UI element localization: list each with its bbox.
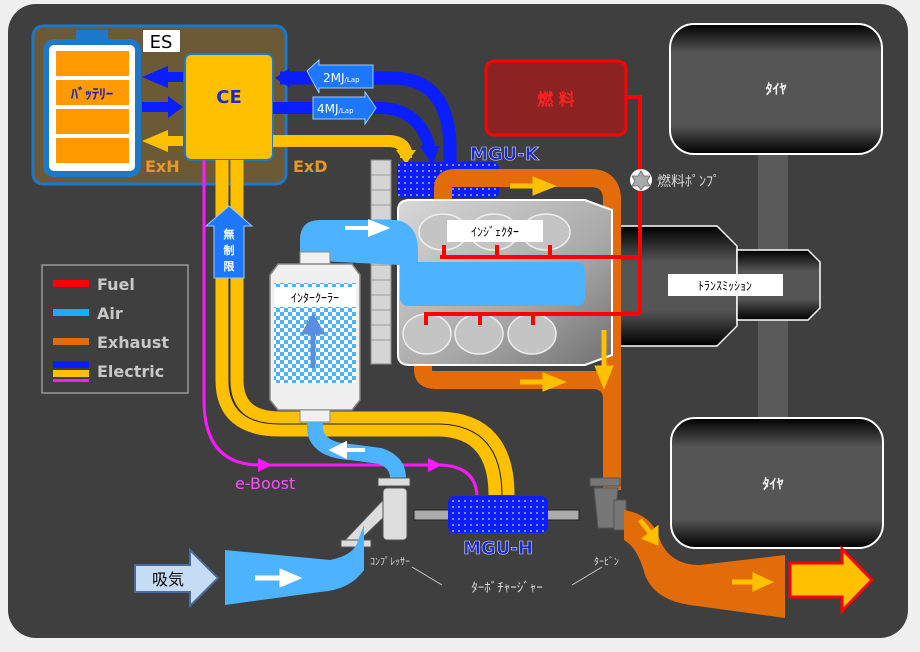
air-arrow	[328, 440, 365, 460]
exhaust-outlet	[624, 510, 785, 618]
mguk-recovery-flow	[280, 71, 457, 162]
exhaust-arrow	[594, 330, 614, 390]
tire-bottom-label: ﾀｲﾔ	[763, 477, 784, 493]
tire-top-label: ﾀｲﾔ	[766, 82, 787, 98]
mgu-h-unit	[448, 496, 548, 533]
unlimited-arrow	[204, 205, 254, 279]
air-arrow	[255, 568, 303, 588]
exhaust-arrow	[638, 518, 659, 546]
mgu-k-label: MGU-K	[470, 144, 540, 165]
fuel-line	[624, 95, 642, 314]
exh-label: ExH	[145, 157, 180, 176]
recovery-limit: 2MJ/Lap	[323, 71, 360, 85]
legend-label: Electric	[97, 362, 164, 381]
fuel-rail-lower	[424, 312, 640, 325]
deploy-limit-badge	[312, 90, 377, 126]
flow-divider	[228, 200, 503, 496]
turbocharger-leader	[411, 566, 443, 586]
injector-label-bg	[447, 220, 543, 242]
injector-label: ｲﾝｼﾞｪｸﾀｰ	[471, 225, 519, 239]
e-boost-label: e-Boost	[235, 474, 295, 493]
compressor-housing	[382, 487, 408, 541]
air-intake-duct	[225, 525, 364, 605]
tire-bottom	[670, 417, 884, 549]
recovery-limit-badge	[306, 58, 374, 94]
transmission-label: ﾄﾗﾝｽﾐｯｼｮﾝ	[698, 279, 752, 293]
legend-label: Fuel	[97, 275, 135, 294]
legend	[41, 264, 189, 394]
mguk-recovery-arrowhead	[275, 68, 290, 88]
intercooler-label-bg	[274, 287, 356, 307]
tire-top	[669, 23, 883, 155]
legend-label: Exhaust	[97, 333, 169, 352]
exhaust-arrow	[732, 572, 774, 592]
exhaust-out-arrow	[788, 545, 875, 615]
intake-label: 吸気	[152, 570, 184, 589]
legend-swatch-fuel	[53, 280, 89, 287]
intercooler-bottom-neck	[299, 409, 331, 423]
battery-cell	[56, 138, 129, 163]
mgu-h-label: MGU-H	[463, 538, 533, 559]
unlimited-char: 制	[224, 243, 235, 257]
air-arrow	[345, 219, 391, 237]
air-plenum-body	[400, 262, 585, 306]
e-boost-line	[202, 160, 479, 496]
es-label-bg	[143, 30, 180, 52]
mguk-deploy-flow	[273, 102, 436, 152]
exd-label: ExD	[293, 157, 328, 176]
battery-cell	[56, 109, 129, 134]
intake-arrow	[134, 547, 220, 609]
exhaust-arrow	[520, 372, 567, 392]
transmission-label-bg	[668, 274, 783, 296]
exd-arrowhead	[396, 150, 416, 164]
fuel-tank-label: 燃 料	[537, 90, 575, 109]
unlimited-char: 限	[224, 259, 235, 273]
ce-label: CE	[216, 87, 242, 108]
compressor-flange	[377, 477, 411, 487]
turbine-flange	[589, 477, 621, 487]
legend-swatch-electric-blue	[53, 361, 89, 368]
ce-mguh-flow-a	[215, 160, 502, 496]
turbocharger-label: ﾀｰﾎﾞﾁｬｰｼﾞｬｰ	[471, 581, 543, 596]
fuel-pump-icon	[631, 170, 651, 191]
fuel-tank	[484, 59, 628, 137]
unlimited-char: 無	[224, 227, 235, 241]
fuel-pump-label: 燃料ﾎﾟﾝﾌﾟ	[657, 173, 720, 190]
ce-to-battery-arrow	[142, 66, 183, 88]
legend-swatch-electric-yellow	[53, 370, 89, 377]
intercooler-label: ｲﾝﾀｰｸｰﾗｰ	[291, 291, 339, 305]
turbine-label: ﾀｰﾋﾞﾝ	[594, 556, 619, 568]
legend-swatch-air	[53, 309, 89, 316]
legend-swatch-electric-magenta	[53, 379, 89, 382]
exh-arrow	[142, 130, 183, 152]
battery-label: ﾊﾞｯﾃﾘｰ	[70, 86, 113, 103]
es-label: ES	[150, 32, 173, 53]
battery-cell	[56, 80, 129, 105]
mguk-deploy-arrowhead	[420, 146, 440, 165]
exhaust-bottom-manifold	[414, 360, 621, 401]
legend-label: Air	[97, 304, 123, 323]
fuel-rail-upper	[440, 245, 632, 259]
legend-swatch-exhaust	[53, 338, 89, 345]
exhaust-arrow	[510, 176, 557, 196]
exhaust-top-manifold	[434, 169, 621, 490]
e-boost-arrowhead	[428, 458, 442, 472]
ce-mguh-flow-b	[230, 160, 515, 496]
intercooler-flow-arrow	[300, 312, 326, 368]
compressor-label: ｺﾝﾌﾟﾚｯｻｰ	[370, 556, 410, 568]
intercooler-top-neck	[299, 251, 331, 265]
e-boost-arrowhead	[258, 458, 272, 472]
battery-to-ce-arrow	[142, 96, 183, 118]
turbocharger-leader	[571, 566, 603, 586]
deploy-limit: 4MJ/Lap	[317, 102, 354, 116]
battery-cell	[56, 51, 129, 76]
